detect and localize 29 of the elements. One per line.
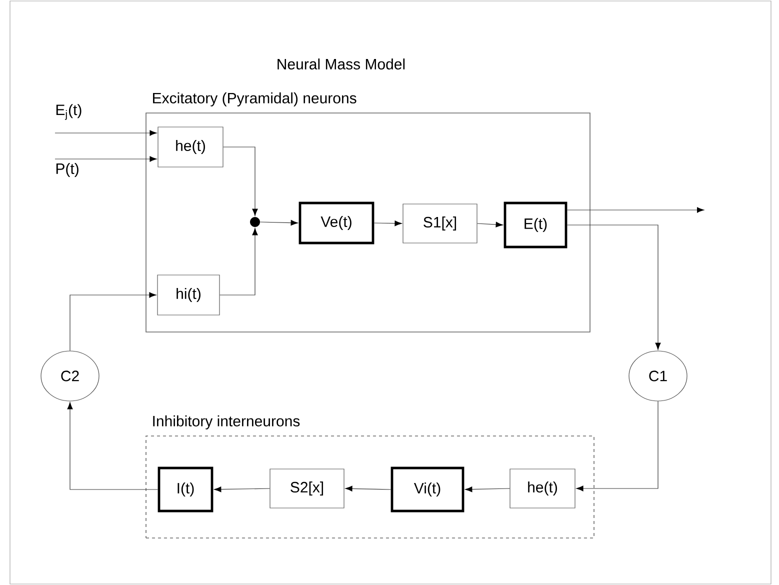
arrow — [54, 130, 157, 136]
arrow — [220, 228, 258, 296]
title: Neural Mass Model — [278, 58, 405, 70]
input-label: P(t) — [56, 163, 78, 177]
arrow — [477, 222, 503, 228]
arrow — [54, 156, 157, 162]
arrow — [214, 486, 270, 492]
block-box: S2[x] — [270, 468, 344, 508]
arrow — [345, 486, 392, 492]
state-box: Vi(t) — [390, 466, 464, 512]
state-box: I(t) — [158, 466, 214, 512]
arrow — [223, 146, 258, 216]
arrow — [566, 224, 661, 350]
block-box: he(t) — [510, 468, 576, 508]
block-box: he(t) — [158, 126, 224, 168]
input-label: E$_{j}$(t) — [56, 104, 82, 120]
arrow — [465, 486, 510, 492]
arrow — [260, 220, 298, 226]
arrow — [67, 402, 158, 490]
state-box: E(t) — [504, 202, 568, 248]
arrow — [576, 401, 658, 492]
block-box: S1[x] — [402, 204, 478, 244]
arrow — [566, 207, 704, 213]
block-box: hi(t) — [157, 274, 220, 316]
node-label: Inhibitory interneurons — [153, 415, 300, 430]
node-label: Excitatory (Pyramidal) neurons — [153, 92, 356, 106]
arrow — [70, 292, 156, 351]
state-box: Ve(t) — [298, 202, 374, 244]
arrow — [374, 220, 402, 226]
